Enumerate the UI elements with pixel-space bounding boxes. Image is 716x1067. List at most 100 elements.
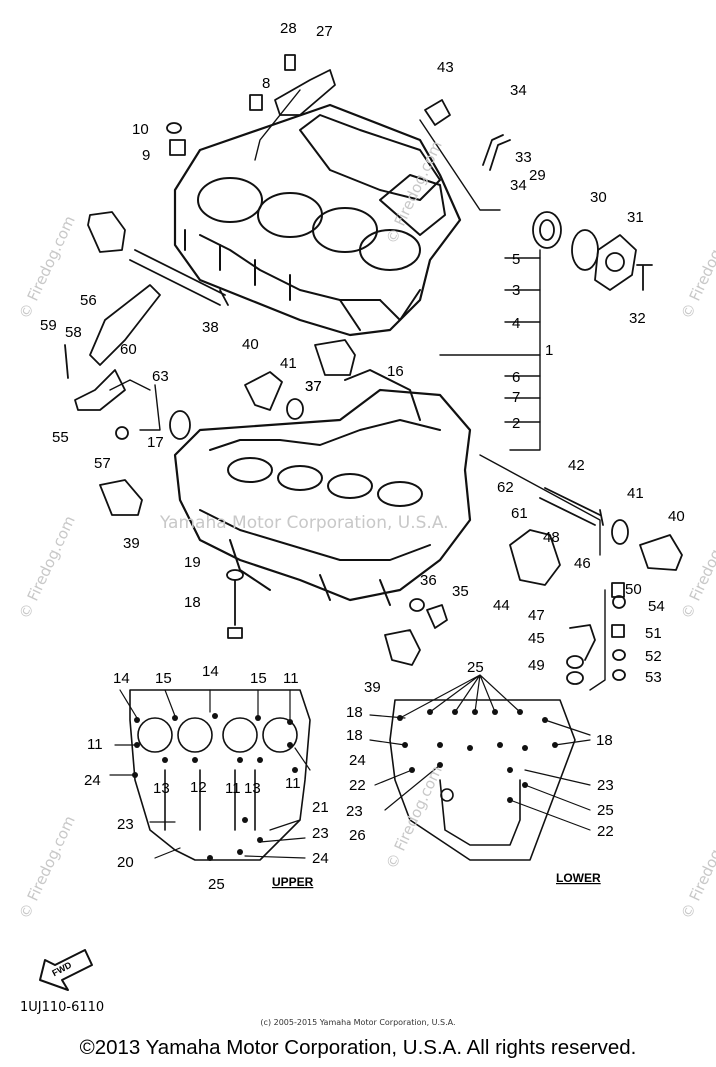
upper-bolt-callout: 23 — [312, 825, 329, 842]
upper-bolt-callout: 14 — [202, 663, 219, 680]
part-callout: 60 — [120, 341, 137, 358]
part-callout: 55 — [52, 429, 69, 446]
upper-bolt-callout: 13 — [244, 780, 261, 797]
part-callout: 46 — [574, 555, 591, 572]
lower-bolt-callout: 23 — [346, 803, 363, 820]
lower-bolt-callout: 25 — [597, 802, 614, 819]
upper-bolt-callout: 23 — [117, 816, 134, 833]
part-callout: 44 — [493, 597, 510, 614]
watermark-text: © Firedog.com — [382, 763, 445, 872]
copyright-small: (c) 2005-2015 Yamaha Motor Corporation, … — [260, 1018, 456, 1027]
part-callout: 4 — [512, 315, 520, 332]
part-callout: 16 — [387, 363, 404, 380]
upper-bolt-callout: 25 — [208, 876, 225, 893]
upper-bolt-callout: 15 — [250, 670, 267, 687]
lower-bolt-callout: 25 — [467, 659, 484, 676]
part-callout: 53 — [645, 669, 662, 686]
part-callout: 51 — [645, 625, 662, 642]
copyright-main: ©2013 Yamaha Motor Corporation, U.S.A. A… — [79, 1036, 637, 1059]
part-callout: 45 — [528, 630, 545, 647]
upper-bolt-callout: 15 — [155, 670, 172, 687]
part-callout: 58 — [65, 324, 82, 341]
part-callout: 48 — [543, 529, 560, 546]
lower-bolt-callout: 22 — [349, 777, 366, 794]
part-callout: 5 — [512, 251, 520, 268]
lower-crankcase — [173, 369, 472, 606]
part-callout: 52 — [645, 648, 662, 665]
small-parts — [64, 54, 683, 685]
part-callout: 40 — [668, 508, 685, 525]
part-callout: 27 — [316, 23, 333, 40]
part-callout: 32 — [629, 310, 646, 327]
upper-bolt-callout: 11 — [87, 736, 103, 753]
part-callout: 29 — [529, 167, 546, 184]
part-callout: 9 — [142, 147, 150, 164]
part-callout: 1 — [545, 342, 553, 359]
upper-crankcase — [173, 103, 462, 337]
lower-bolt-callout: 18 — [346, 727, 363, 744]
diagram-leaders — [109, 674, 591, 859]
part-callout: 39 — [123, 535, 140, 552]
upper-bolt-callout: 12 — [190, 779, 207, 796]
watermark-text: © Firedog.com — [677, 513, 716, 622]
upper-bolt-callout: 20 — [117, 854, 134, 871]
part-callout: 28 — [280, 20, 297, 37]
watermark-text: © Firedog.com — [677, 813, 716, 922]
part-callout: 37 — [305, 378, 322, 395]
part-callout: 6 — [512, 369, 520, 386]
part-callout: 34 — [510, 177, 527, 194]
fwd-arrow-icon — [39, 949, 93, 991]
part-callout: 59 — [40, 317, 57, 334]
part-callout: 40 — [242, 336, 259, 353]
lower-label: LOWER — [556, 871, 601, 885]
part-callout: 34 — [510, 82, 527, 99]
lower-bolt-pattern — [389, 699, 576, 861]
watermark-text: Yamaha Motor Corporation, U.S.A. — [159, 513, 449, 533]
part-callout: 37 — [305, 378, 322, 395]
upper-bolt-callout: 21 — [312, 799, 329, 816]
upper-bolt-pattern — [129, 689, 311, 861]
part-callout: 39 — [364, 679, 381, 696]
part-callout: 30 — [590, 189, 607, 206]
part-callout: 17 — [147, 434, 164, 451]
upper-bolt-callout: 24 — [312, 850, 329, 867]
upper-bolt-callout: 11 — [283, 670, 299, 687]
part-callout: 18 — [184, 594, 201, 611]
upper-label: UPPER — [272, 875, 314, 889]
part-callout: 36 — [420, 572, 437, 589]
part-callout: 42 — [568, 457, 585, 474]
lower-bolt-callout: 24 — [349, 752, 366, 769]
part-callout: 41 — [627, 485, 644, 502]
upper-bolt-callout: 14 — [113, 670, 130, 687]
part-callout: 19 — [184, 554, 201, 571]
part-callout: 3 — [512, 282, 520, 299]
part-callout: 35 — [452, 583, 469, 600]
part-callout: 43 — [437, 59, 454, 76]
part-callout: 7 — [512, 389, 520, 406]
part-callout: 56 — [80, 292, 97, 309]
part-callout: 33 — [515, 149, 532, 166]
part-callout: 31 — [627, 209, 644, 226]
part-callout: 41 — [280, 355, 297, 372]
part-callout: 47 — [528, 607, 545, 624]
upper-bolt-callout: 13 — [153, 780, 170, 797]
drawing-code: 1UJ110-6110 — [20, 1000, 105, 1015]
upper-bolt-callout: 11 — [225, 780, 241, 797]
part-callout: 54 — [648, 598, 665, 615]
part-callout: 38 — [202, 319, 219, 336]
watermark-text: © Firedog.com — [15, 813, 78, 922]
part-callout: 2 — [512, 415, 520, 432]
part-callout: 49 — [528, 657, 545, 674]
watermark-text: © Firedog.com — [677, 213, 716, 322]
part-callout: 10 — [132, 121, 149, 138]
part-callout: 50 — [625, 581, 642, 598]
part-callout: 62 — [497, 479, 514, 496]
upper-bolt-callout: 24 — [84, 772, 101, 789]
part-callout: 57 — [94, 455, 111, 472]
lower-bolt-callout: 18 — [346, 704, 363, 721]
upper-bolt-callout: 11 — [285, 775, 301, 792]
watermark-text: © Firedog.com — [15, 513, 78, 622]
lower-bolt-callout: 18 — [596, 732, 613, 749]
